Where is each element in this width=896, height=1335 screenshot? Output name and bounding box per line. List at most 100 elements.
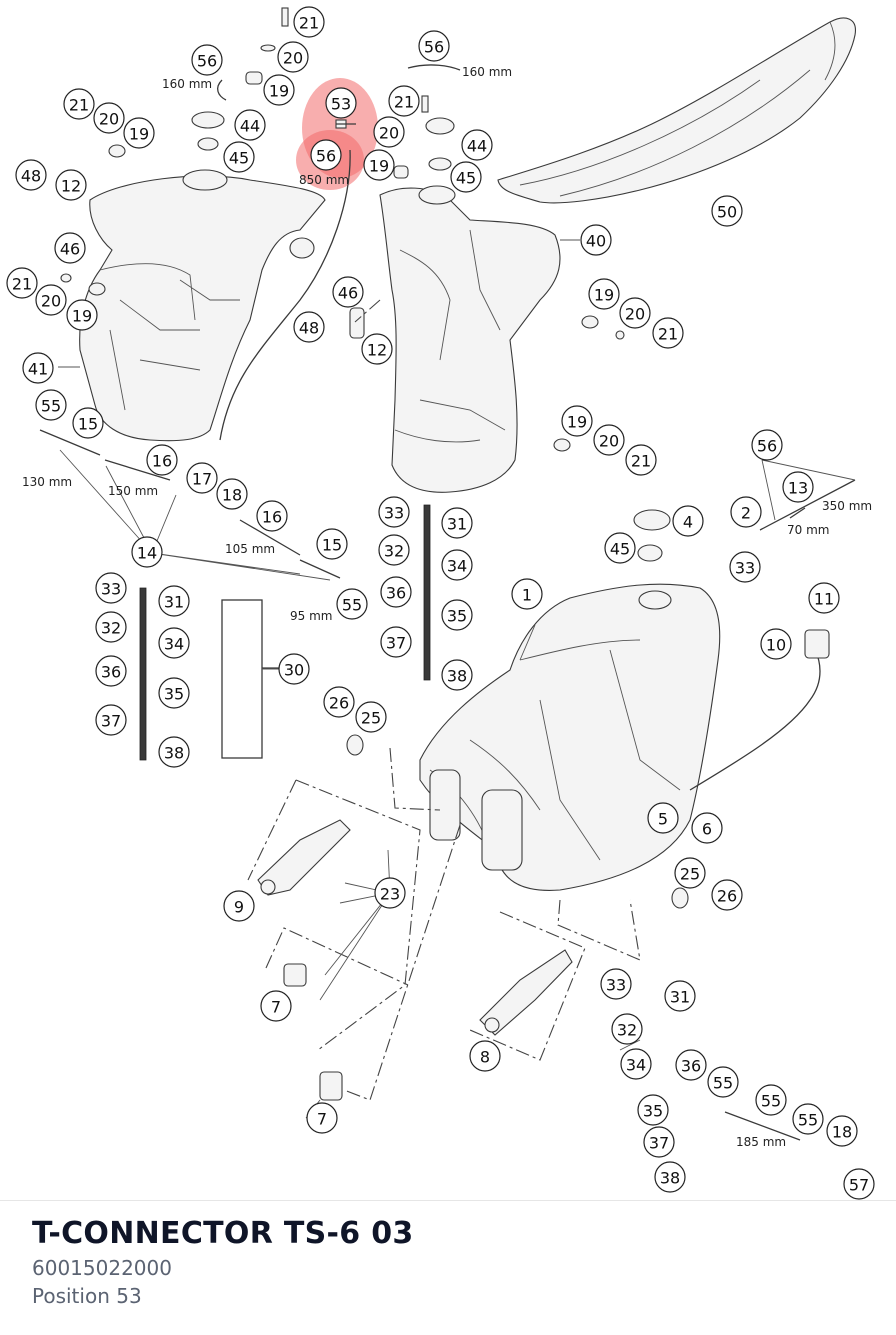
callout-20[interactable]: 20: [593, 424, 625, 456]
callout-55[interactable]: 55: [792, 1103, 824, 1135]
callout-45[interactable]: 45: [604, 532, 636, 564]
callout-35[interactable]: 35: [637, 1094, 669, 1126]
callout-16[interactable]: 16: [256, 500, 288, 532]
callout-57[interactable]: 57: [843, 1168, 875, 1200]
left-tank-half[interactable]: [79, 169, 326, 442]
callout-37[interactable]: 37: [643, 1126, 675, 1158]
callout-55[interactable]: 55: [336, 588, 368, 620]
callout-41[interactable]: 41: [22, 352, 54, 384]
callout-21[interactable]: 21: [652, 317, 684, 349]
callout-6[interactable]: 6: [691, 812, 723, 844]
callout-4[interactable]: 4: [672, 505, 704, 537]
callout-34[interactable]: 34: [441, 549, 473, 581]
callout-32[interactable]: 32: [611, 1013, 643, 1045]
callout-10[interactable]: 10: [760, 628, 792, 660]
callout-46[interactable]: 46: [54, 232, 86, 264]
callout-14[interactable]: 14: [131, 536, 163, 568]
callout-33[interactable]: 33: [95, 572, 127, 604]
callout-46[interactable]: 46: [332, 276, 364, 308]
callout-12[interactable]: 12: [361, 333, 393, 365]
callout-21[interactable]: 21: [63, 88, 95, 120]
callout-36[interactable]: 36: [380, 576, 412, 608]
callout-21[interactable]: 21: [6, 267, 38, 299]
callout-32[interactable]: 32: [378, 534, 410, 566]
callout-36[interactable]: 36: [675, 1049, 707, 1081]
callout-33[interactable]: 33: [378, 496, 410, 528]
callout-55[interactable]: 55: [707, 1066, 739, 1098]
callout-26[interactable]: 26: [323, 686, 355, 718]
callout-1[interactable]: 1: [511, 578, 543, 610]
callout-31[interactable]: 31: [158, 585, 190, 617]
callout-45[interactable]: 45: [223, 141, 255, 173]
callout-34[interactable]: 34: [620, 1048, 652, 1080]
callout-37[interactable]: 37: [95, 704, 127, 736]
callout-38[interactable]: 38: [654, 1161, 686, 1193]
callout-36[interactable]: 36: [95, 655, 127, 687]
callout-19[interactable]: 19: [263, 74, 295, 106]
callout-7[interactable]: 7: [306, 1102, 338, 1134]
callout-25[interactable]: 25: [355, 701, 387, 733]
callout-37[interactable]: 37: [380, 626, 412, 658]
callout-48[interactable]: 48: [15, 159, 47, 191]
callout-56[interactable]: 56: [310, 139, 342, 171]
callout-20[interactable]: 20: [35, 284, 67, 316]
callout-31[interactable]: 31: [664, 980, 696, 1012]
callout-19[interactable]: 19: [66, 299, 98, 331]
main-fuel-tank[interactable]: [419, 583, 721, 891]
callout-19[interactable]: 19: [363, 149, 395, 181]
callout-21[interactable]: 21: [625, 444, 657, 476]
callout-20[interactable]: 20: [619, 297, 651, 329]
callout-17[interactable]: 17: [186, 462, 218, 494]
callout-19[interactable]: 19: [561, 405, 593, 437]
callout-15[interactable]: 15: [72, 407, 104, 439]
callout-55[interactable]: 55: [35, 389, 67, 421]
callout-9[interactable]: 9: [223, 890, 255, 922]
callout-35[interactable]: 35: [441, 599, 473, 631]
callout-56[interactable]: 56: [418, 30, 450, 62]
callout-11[interactable]: 11: [808, 582, 840, 614]
callout-20[interactable]: 20: [373, 116, 405, 148]
callout-7[interactable]: 7: [260, 990, 292, 1022]
callout-33[interactable]: 33: [729, 551, 761, 583]
callout-19[interactable]: 19: [588, 278, 620, 310]
callout-31[interactable]: 31: [441, 507, 473, 539]
callout-20[interactable]: 20: [93, 102, 125, 134]
callout-8[interactable]: 8: [469, 1040, 501, 1072]
seat-part[interactable]: [497, 17, 856, 204]
callout-5[interactable]: 5: [647, 802, 679, 834]
callout-55[interactable]: 55: [755, 1084, 787, 1116]
callout-56[interactable]: 56: [191, 44, 223, 76]
callout-26[interactable]: 26: [711, 879, 743, 911]
callout-15[interactable]: 15: [316, 528, 348, 560]
callout-21[interactable]: 21: [293, 6, 325, 38]
callout-53[interactable]: 53: [325, 87, 357, 119]
callout-12[interactable]: 12: [55, 169, 87, 201]
callout-38[interactable]: 38: [441, 659, 473, 691]
right-tank-half[interactable]: [379, 185, 561, 493]
callout-16[interactable]: 16: [146, 444, 178, 476]
callout-44[interactable]: 44: [234, 109, 266, 141]
callout-19[interactable]: 19: [123, 117, 155, 149]
callout-30[interactable]: 30: [278, 653, 310, 685]
bracket-8[interactable]: [479, 949, 573, 1036]
callout-40[interactable]: 40: [580, 224, 612, 256]
callout-25[interactable]: 25: [674, 857, 706, 889]
callout-20[interactable]: 20: [277, 41, 309, 73]
callout-18[interactable]: 18: [826, 1115, 858, 1147]
callout-45[interactable]: 45: [450, 161, 482, 193]
callout-50[interactable]: 50: [711, 195, 743, 227]
callout-34[interactable]: 34: [158, 627, 190, 659]
callout-32[interactable]: 32: [95, 611, 127, 643]
callout-35[interactable]: 35: [158, 677, 190, 709]
bracket-9[interactable]: [257, 819, 351, 896]
callout-48[interactable]: 48: [293, 311, 325, 343]
callout-33[interactable]: 33: [600, 968, 632, 1000]
callout-13[interactable]: 13: [782, 471, 814, 503]
callout-23[interactable]: 23: [374, 877, 406, 909]
callout-44[interactable]: 44: [461, 129, 493, 161]
callout-2[interactable]: 2: [730, 496, 762, 528]
callout-38[interactable]: 38: [158, 736, 190, 768]
callout-56[interactable]: 56: [751, 429, 783, 461]
callout-21[interactable]: 21: [388, 85, 420, 117]
callout-18[interactable]: 18: [216, 478, 248, 510]
